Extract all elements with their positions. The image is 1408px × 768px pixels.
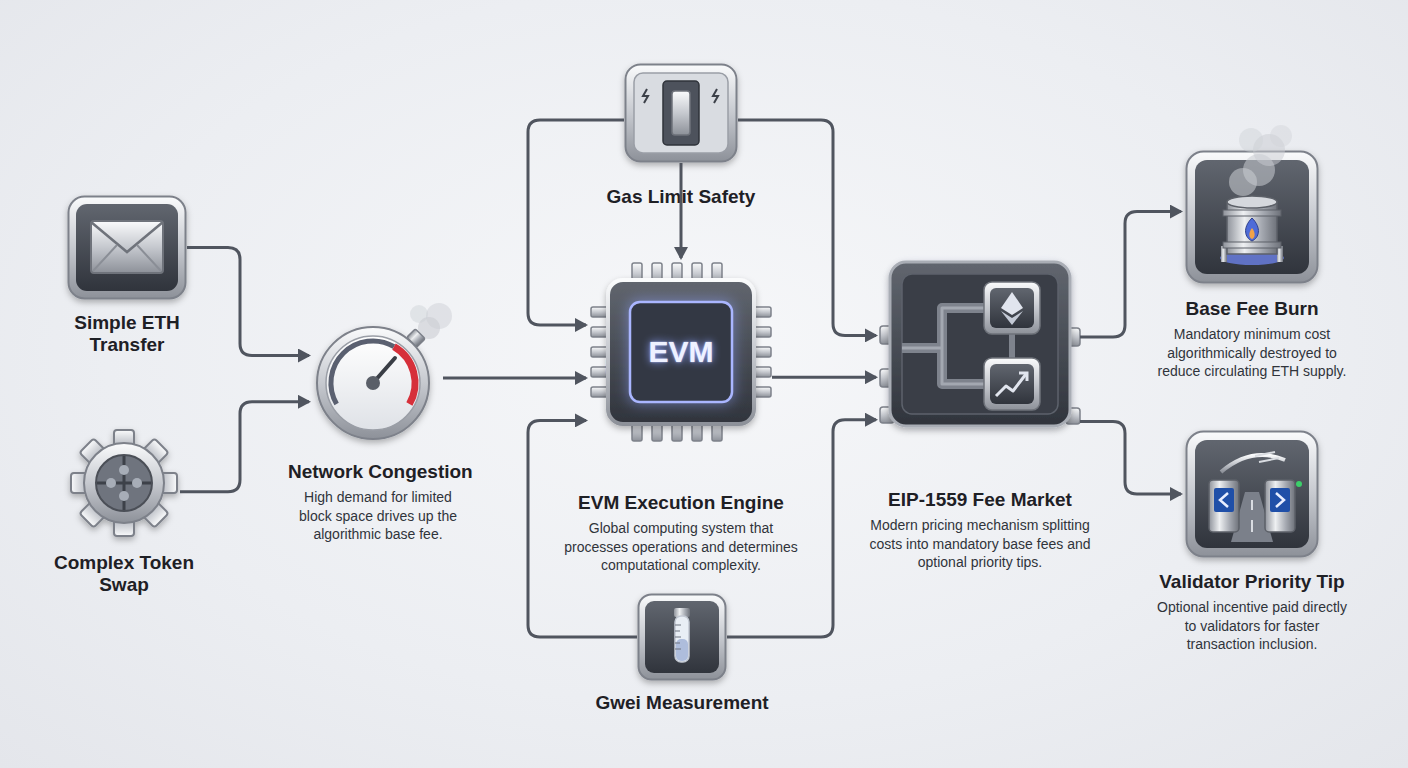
node-title: Base Fee Burn bbox=[1147, 298, 1357, 320]
icon-tile bbox=[880, 258, 1080, 430]
node-title: Simple ETH Transfer bbox=[57, 312, 197, 356]
icon-tile bbox=[67, 195, 187, 300]
icon-tile: EVM bbox=[590, 262, 772, 442]
icon-tile bbox=[68, 428, 180, 538]
burner-icon bbox=[1185, 150, 1319, 284]
flow-connector bbox=[1080, 212, 1181, 338]
node-title: Complex Token Swap bbox=[44, 552, 204, 596]
node-description: Mandatory minimum cost algorithmically d… bbox=[1147, 325, 1357, 381]
node-description: Global computing system that processes o… bbox=[561, 519, 801, 575]
node-title: EVM Execution Engine bbox=[561, 492, 801, 514]
icon-tile bbox=[637, 593, 727, 681]
node-description: Modern pricing mechanism splitting costs… bbox=[858, 516, 1103, 572]
flow-connector bbox=[1080, 421, 1181, 494]
icon-tile bbox=[624, 63, 738, 163]
switch-icon bbox=[624, 63, 738, 163]
chip-label: EVM bbox=[648, 335, 713, 369]
icon-tile bbox=[1185, 150, 1319, 284]
icon-node: Complex Token Swap bbox=[44, 428, 204, 596]
router-icon bbox=[880, 258, 1080, 430]
icon-node: Network CongestionHigh demand for limite… bbox=[288, 318, 468, 544]
flow-connector bbox=[772, 376, 876, 379]
gauge-icon bbox=[313, 318, 443, 443]
node-title: Gas Limit Safety bbox=[581, 186, 781, 208]
icon-node: Simple ETH Transfer bbox=[57, 195, 197, 356]
flow-connector bbox=[738, 120, 876, 335]
flow-connector bbox=[680, 163, 683, 258]
icon-tile bbox=[313, 318, 443, 443]
gear-icon bbox=[68, 428, 180, 538]
node-title: Network Congestion bbox=[288, 461, 468, 483]
icon-node: Validator Priority TipOptional incentive… bbox=[1152, 430, 1352, 654]
node-description: High demand for limited block space driv… bbox=[288, 488, 468, 544]
gate-icon bbox=[1185, 430, 1319, 558]
icon-node: Base Fee BurnMandatory minimum cost algo… bbox=[1147, 150, 1357, 381]
icon-node: EVM EVM Execution EngineGlobal computing … bbox=[561, 262, 801, 575]
icon-tile bbox=[1185, 430, 1319, 558]
flow-connector bbox=[187, 248, 309, 356]
icon-node: EIP-1559 Fee MarketModern pricing mechan… bbox=[858, 258, 1103, 572]
node-title: Validator Priority Tip bbox=[1152, 571, 1352, 593]
node-description: Optional incentive paid directly to vali… bbox=[1152, 598, 1352, 654]
node-title: Gwei Measurement bbox=[582, 692, 782, 714]
chip-label-holder: EVM bbox=[590, 262, 772, 442]
icon-node: Gas Limit Safety bbox=[581, 63, 781, 208]
node-title: EIP-1559 Fee Market bbox=[858, 489, 1103, 511]
envelope-icon bbox=[67, 195, 187, 300]
icon-node: Gwei Measurement bbox=[582, 593, 782, 714]
flow-connector bbox=[443, 377, 586, 380]
vial-icon bbox=[637, 593, 727, 681]
